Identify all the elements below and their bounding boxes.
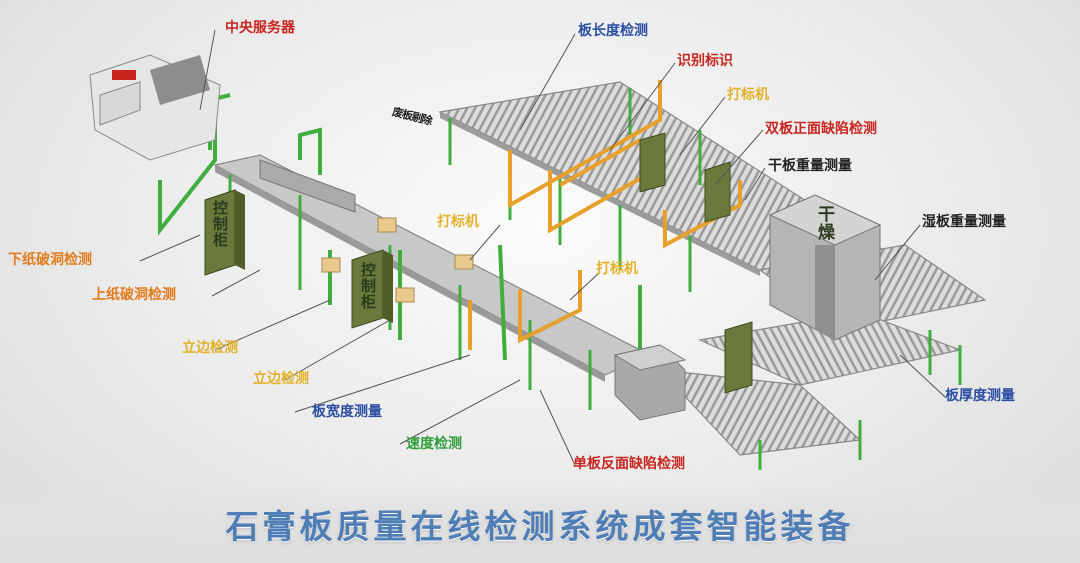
label-dry-weight: 干板重量测量: [768, 158, 852, 174]
weighing-station: [768, 194, 882, 341]
title-banner: [0, 484, 1080, 563]
label-wet-weight: 湿板重量测量: [922, 214, 1006, 230]
label-identification: 识别标识: [677, 53, 733, 69]
label-edge-check-2: 立边检测: [253, 371, 309, 387]
label-lower-paper-hole: 下纸破洞检测: [8, 252, 92, 268]
label-marker-top: 打标机: [727, 87, 769, 103]
label-board-length: 板长度检测: [578, 23, 648, 39]
central-server-desk: [89, 54, 221, 161]
sensor-boxes: [321, 217, 474, 303]
single-board-station: [613, 344, 687, 421]
label-upper-paper-hole: 上纸破洞检测: [92, 287, 176, 303]
label-marker-center: 打标机: [596, 261, 638, 277]
label-double-front-defect: 双板正面缺陷检测: [765, 121, 877, 137]
control-cabinets: [204, 132, 753, 394]
label-speed: 速度检测: [406, 436, 462, 452]
label-central-server: 中央服务器: [225, 20, 295, 36]
dryer-text: 干燥: [814, 205, 834, 241]
sensor-frames: [468, 80, 742, 350]
label-edge-check-1: 立边检测: [182, 340, 238, 356]
control-cabinet-text-1: 控制柜: [211, 200, 229, 248]
control-cabinet-text-2: 控制柜: [359, 262, 377, 310]
leader-lines: [139, 29, 946, 466]
label-single-back-defect: 单板反面缺陷检测: [573, 456, 685, 472]
label-board-thickness: 板厚度测量: [945, 388, 1015, 404]
page-title: 石膏板质量在线检测系统成套智能装备: [225, 507, 855, 546]
label-board-width: 板宽度测量: [312, 404, 382, 420]
label-marker-middle: 打标机: [437, 214, 479, 230]
